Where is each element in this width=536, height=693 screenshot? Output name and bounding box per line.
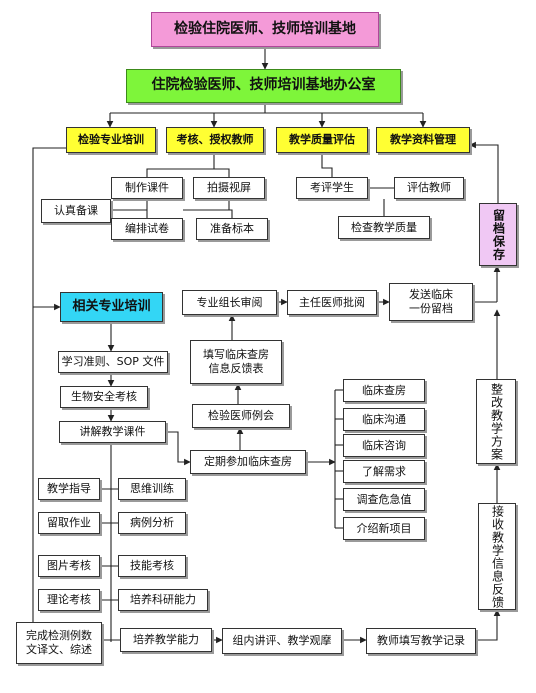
node-sop: 学习准则、SOP 文件 [58, 351, 168, 373]
node-cat-assess: 考核、授权教师 [166, 127, 264, 153]
node-skill-exam: 技能考核 [118, 555, 186, 577]
connector-line [214, 168, 230, 177]
node-base: 检验住院医师、技师培训基地 [151, 12, 379, 47]
node-clinic-comm: 临床沟通 [343, 408, 425, 431]
connector-line [166, 431, 191, 466]
node-clinic-consult: 临床咨询 [343, 434, 425, 457]
node-receive-feedback: 接收教学信息反馈 [478, 503, 516, 610]
node-thinking-training: 思维训练 [118, 478, 186, 500]
node-theory-exam: 理论考核 [38, 589, 100, 611]
node-case-analysis: 病例分析 [118, 512, 186, 534]
node-send-clinic: 发送临床 一份留档 [389, 283, 473, 321]
node-biosafety: 生物安全考核 [60, 386, 148, 408]
node-answer-key: 准备标本 [196, 218, 268, 240]
node-make-courseware: 制作课件 [111, 177, 183, 199]
node-office: 住院检验医师、技师培训基地办公室 [126, 69, 401, 103]
connector-line [146, 153, 215, 177]
node-critical-values: 调查危急值 [343, 488, 425, 511]
node-group-lecture: 组内讲评、教学观摩 [222, 628, 342, 654]
node-cat-training: 检验专业培训 [66, 127, 156, 153]
node-related-training: 相关专业培训 [60, 292, 163, 322]
connector-line [183, 209, 233, 218]
node-teach-guidance: 教学指导 [38, 478, 100, 500]
node-cat-materials: 教学资料管理 [376, 127, 470, 153]
node-arrange-exam: 编排试卷 [111, 218, 183, 240]
node-new-projects: 介绍新项目 [343, 517, 425, 540]
node-cat-quality: 教学质量评估 [276, 127, 368, 153]
node-lab-meeting: 检验医师例会 [192, 404, 290, 428]
node-check-quality: 检查教学质量 [338, 216, 430, 239]
connector-line [469, 141, 499, 203]
node-homework: 留取作业 [38, 512, 100, 534]
node-lecture: 讲解教学课件 [59, 421, 166, 443]
node-archive: 留档保存 [479, 203, 517, 266]
node-fill-form: 填写临床查房 信息反馈表 [190, 340, 282, 384]
connector-line [321, 153, 333, 177]
node-rounds: 定期参加临床查房 [190, 450, 306, 474]
node-teacher-record: 教师填写教学记录 [366, 628, 476, 654]
connector-line [476, 609, 501, 641]
node-director-approve: 主任医师批阅 [287, 290, 377, 315]
node-research-ability: 培养科研能力 [118, 589, 208, 611]
node-evaluate-teachers: 评估教师 [394, 177, 464, 199]
node-evaluate-students: 考评学生 [296, 177, 368, 199]
node-clinic-rounds: 临床查房 [343, 379, 425, 402]
node-teaching-ability: 培养教学能力 [120, 628, 212, 652]
node-video: 拍摄视屏 [193, 177, 265, 199]
node-image-exam: 图片考核 [38, 555, 100, 577]
node-translate: 完成检测例数 文译文、综述 [16, 622, 102, 664]
node-group-review: 专业组长审阅 [182, 290, 277, 315]
node-needs: 了解需求 [343, 460, 425, 483]
node-rectify: 整改教学方案 [476, 379, 516, 464]
node-prepare-lessons: 认真备课 [41, 199, 111, 223]
